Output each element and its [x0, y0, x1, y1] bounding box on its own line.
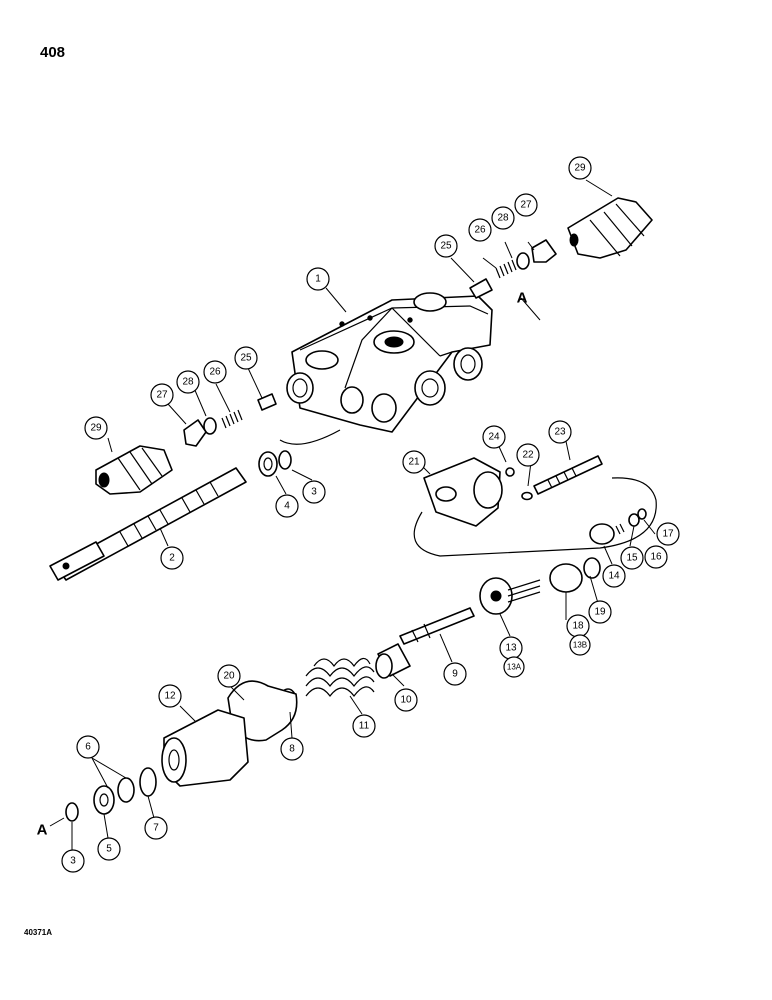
callout-10: 10: [394, 688, 418, 712]
callout-17: 17: [656, 522, 680, 546]
callout-29: 29: [568, 156, 592, 180]
callout-27: 27: [150, 383, 174, 407]
svg-text:1: 1: [315, 274, 321, 285]
svg-text:20: 20: [223, 671, 235, 682]
callout-13a: 13A: [503, 656, 525, 678]
callout-12: 12: [158, 684, 182, 708]
spool-end-housing: [161, 709, 249, 787]
page-number: 408: [40, 44, 66, 61]
svg-text:3: 3: [70, 856, 76, 867]
svg-text:26: 26: [474, 225, 486, 236]
svg-text:27: 27: [520, 200, 532, 211]
svg-text:13: 13: [505, 643, 517, 654]
svg-text:29: 29: [90, 423, 102, 434]
callout-19: 19: [588, 600, 612, 624]
callout-27: 27: [514, 193, 538, 217]
svg-text:19: 19: [594, 607, 606, 618]
svg-text:26: 26: [209, 367, 221, 378]
callout-5: 5: [97, 837, 121, 861]
connector-loop: [413, 477, 657, 557]
callout-14: 14: [602, 564, 626, 588]
svg-text:13A: 13A: [507, 663, 522, 672]
valve-spool: [49, 467, 247, 581]
svg-text:3: 3: [311, 487, 317, 498]
callout-13: 13: [499, 636, 523, 660]
valve-housing: [286, 292, 493, 433]
callout-15: 15: [620, 546, 644, 570]
svg-text:11: 11: [359, 721, 370, 732]
svg-text:28: 28: [182, 377, 194, 388]
svg-text:10: 10: [400, 695, 412, 706]
callout-6: 6: [76, 735, 100, 759]
relief-valve-lower: [95, 393, 277, 495]
svg-text:18: 18: [572, 621, 584, 632]
svg-text:16: 16: [650, 552, 662, 563]
svg-text:8: 8: [289, 744, 295, 755]
callout-25: 25: [434, 234, 458, 258]
svg-text:14: 14: [608, 571, 620, 582]
svg-text:7: 7: [153, 823, 159, 834]
svg-text:24: 24: [488, 432, 500, 443]
svg-text:2: 2: [169, 553, 175, 564]
callout-29: 29: [84, 416, 108, 440]
callout-24: 24: [482, 425, 506, 449]
callout-23: 23: [548, 420, 572, 444]
svg-text:9: 9: [452, 669, 458, 680]
callout-25: 25: [234, 346, 258, 370]
svg-text:15: 15: [626, 553, 638, 564]
svg-text:25: 25: [240, 353, 252, 364]
callout-2: 2: [160, 546, 184, 570]
callout-13b: 13B: [569, 634, 591, 656]
callout-3: 3: [302, 480, 326, 504]
callout-9: 9: [443, 662, 467, 686]
relief-valve-upper: [469, 197, 653, 299]
svg-text:27: 27: [156, 390, 168, 401]
svg-text:28: 28: [497, 213, 509, 224]
end-cap-assembly: [423, 455, 603, 527]
detent-small-parts: [589, 508, 647, 545]
spool-return-parts: [279, 607, 475, 712]
callout-28: 28: [491, 206, 515, 230]
callout-3: 3: [61, 849, 85, 873]
svg-text:17: 17: [662, 529, 674, 540]
svg-text:29: 29: [574, 163, 586, 174]
callout-4: 4: [275, 494, 299, 518]
svg-text:6: 6: [85, 742, 91, 753]
svg-text:12: 12: [164, 691, 176, 702]
svg-text:21: 21: [408, 457, 420, 468]
reference-letter-upper: A: [517, 290, 528, 307]
svg-text:4: 4: [284, 501, 290, 512]
callout-18: 18: [566, 614, 590, 638]
spool-seals-upper: [258, 450, 292, 477]
callout-1: 1: [306, 267, 330, 291]
reference-letter-lower: A: [37, 822, 48, 839]
callout-8: 8: [280, 737, 304, 761]
callout-22: 22: [516, 443, 540, 467]
drawing-code: 40371A: [24, 928, 53, 937]
callout-7: 7: [144, 816, 168, 840]
callout-28: 28: [176, 370, 200, 394]
callout-16: 16: [644, 545, 668, 569]
callout-26: 26: [203, 360, 227, 384]
leader-lines: [49, 179, 656, 850]
spool-seals-lower: [65, 767, 157, 822]
svg-text:13B: 13B: [573, 641, 587, 650]
callout-26: 26: [468, 218, 492, 242]
svg-text:23: 23: [554, 427, 566, 438]
callout-20: 20: [217, 664, 241, 688]
solenoid-assembly: [479, 557, 601, 615]
svg-text:22: 22: [522, 450, 534, 461]
callout-21: 21: [402, 450, 426, 474]
svg-text:25: 25: [440, 241, 452, 252]
callout-11: 11: [352, 714, 376, 738]
svg-text:5: 5: [106, 844, 112, 855]
spool-connector: [279, 429, 341, 445]
